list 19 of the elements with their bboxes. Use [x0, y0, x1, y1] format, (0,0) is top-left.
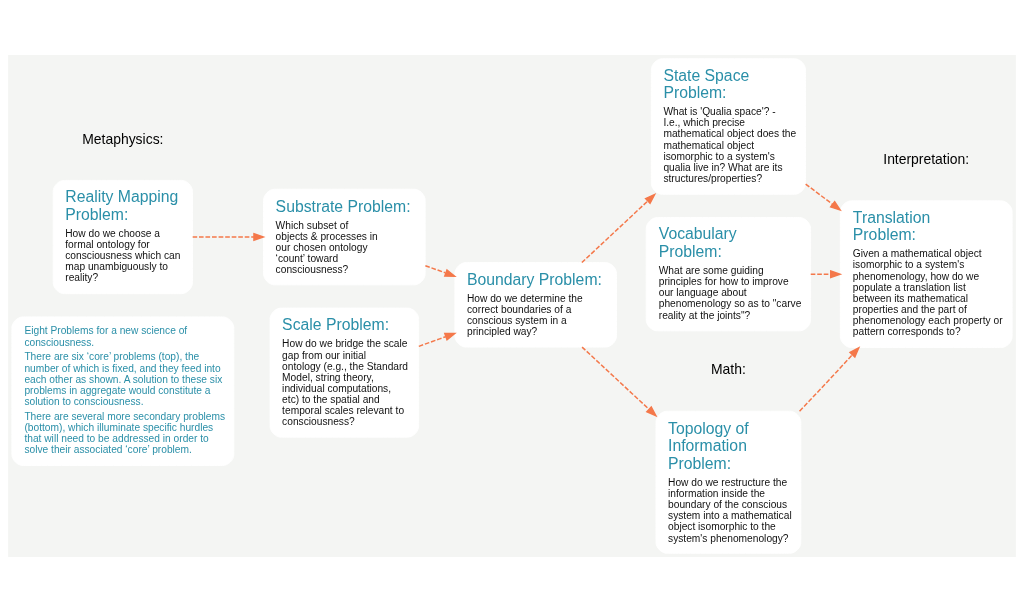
- node-box: Scale Problem: How do we bridge the scale gap from our initial ontology (e.g., the Standard Model, string theory, individual computations, etc) to the spatial and temporal scales relevant to consciousness?: [269, 307, 420, 438]
- arrow: [804, 182, 842, 211]
- arrow: [191, 232, 266, 241]
- node-box: Translation Problem: Given a mathematical object isomorphic to a system's phenomenology, how do we populate a translation list between its mathematical properties and the part of phenomenology each property or pattern corresponds to?: [839, 199, 1013, 348]
- arrow: [581, 192, 657, 263]
- arrow: [810, 269, 843, 278]
- node-box: Substrate Problem: Which subset of objects & processes in our chosen ontology ‘count’ toward consciousness?: [263, 188, 426, 285]
- node-box: Boundary Problem: How do we determine the correct boundaries of a conscious system in a principled way?: [454, 261, 617, 348]
- arrow: [581, 345, 658, 417]
- label: Interpretation:: [883, 150, 970, 167]
- label: Metaphysics:: [82, 130, 164, 147]
- node-box: State Space Problem: What is 'Qualia space'? - I.e., which precise mathematical object does the mathematical object isomorphic to a system's qualia live in? What are its structures/properties?: [650, 57, 806, 195]
- arrow: [418, 332, 457, 347]
- arrow: [424, 264, 457, 277]
- label: Math:: [710, 360, 746, 377]
- node-box: Topology of Information Problem: How do we restructure the information inside the boundary of the conscious system into a mathematical object isomorphic to the system's phenomenology?: [655, 410, 802, 554]
- node-box: Reality Mapping Problem: How do we choose a formal ontology for consciousness which can map unambiguously to reality?: [52, 179, 193, 294]
- arrow: [798, 345, 861, 412]
- node-box: Vocabulary Problem: What are some guiding principles for how to improve our language about phenomenology so as to "carve reality at the joints"?: [645, 216, 812, 331]
